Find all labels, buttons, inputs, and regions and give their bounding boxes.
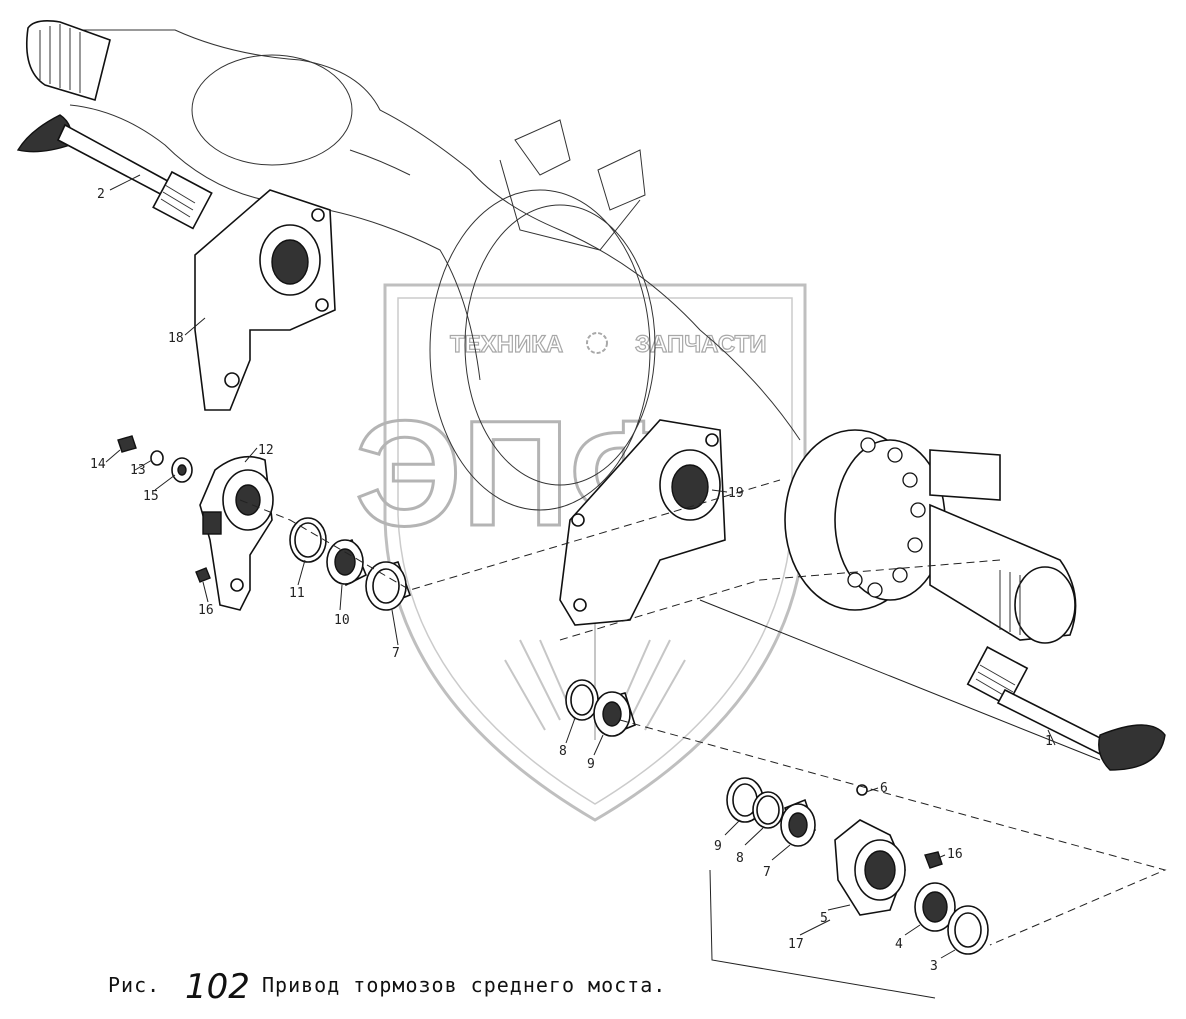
label-part-6: 6 [880, 781, 888, 796]
caption-title: Привод тормозов среднего моста. [262, 973, 666, 997]
label-part-9b: 9 [714, 839, 722, 854]
label-part-3: 3 [930, 959, 938, 974]
fasteners [117, 435, 211, 583]
label-part-16a: 16 [198, 603, 214, 618]
label-part-8b: 8 [736, 851, 744, 866]
brake-bracket-19 [559, 419, 726, 626]
label-part-12: 12 [258, 443, 274, 458]
wheel-hub-right [784, 429, 1077, 644]
label-part-15: 15 [143, 489, 159, 504]
axle-housing [40, 29, 801, 511]
label-leaders [105, 174, 1056, 959]
slack-adjuster-12 [199, 455, 274, 611]
brake-cam-shaft-2 [16, 114, 213, 230]
part-labels: 2 18 12 14 13 15 16 11 10 7 19 8 9 1 6 1… [90, 187, 1053, 974]
label-part-2: 2 [97, 187, 105, 202]
label-part-16b: 16 [947, 847, 963, 862]
label-part-5: 5 [820, 911, 828, 926]
label-part-4: 4 [895, 937, 903, 952]
gear-icon [586, 332, 608, 354]
washer-13 [150, 450, 164, 466]
axle-shaft-left-end [25, 20, 111, 102]
label-part-1: 1 [1045, 734, 1053, 749]
label-part-7a: 7 [392, 646, 400, 661]
label-part-7b: 7 [763, 865, 771, 880]
caption-number: 102 [185, 967, 250, 1007]
left-bearing-group [289, 517, 412, 611]
label-part-13: 13 [130, 463, 146, 478]
assembly-axes [239, 479, 1167, 999]
center-seal-bearing [565, 679, 636, 737]
label-part-11: 11 [289, 586, 305, 601]
label-part-9a: 9 [587, 757, 595, 772]
brake-cam-shaft-1 [966, 646, 1166, 771]
watermark-left-word: ТЕХНИКА [450, 331, 563, 358]
label-part-14: 14 [90, 457, 106, 472]
caption-prefix: Рис. [108, 973, 160, 997]
figure-caption: Рис. 102 Привод тормозов среднего моста. [108, 967, 666, 1007]
watermark-right-word: ЗАПЧАСТИ [635, 331, 767, 358]
label-part-18: 18 [168, 331, 184, 346]
brake-bracket-18 [194, 189, 336, 411]
label-part-19: 19 [728, 486, 744, 501]
right-bearing-group [726, 777, 989, 955]
label-part-17: 17 [788, 937, 804, 952]
label-part-10: 10 [334, 613, 350, 628]
grease-nipple-16a [195, 567, 211, 583]
bolt-14 [117, 435, 137, 453]
label-part-8a: 8 [559, 744, 567, 759]
